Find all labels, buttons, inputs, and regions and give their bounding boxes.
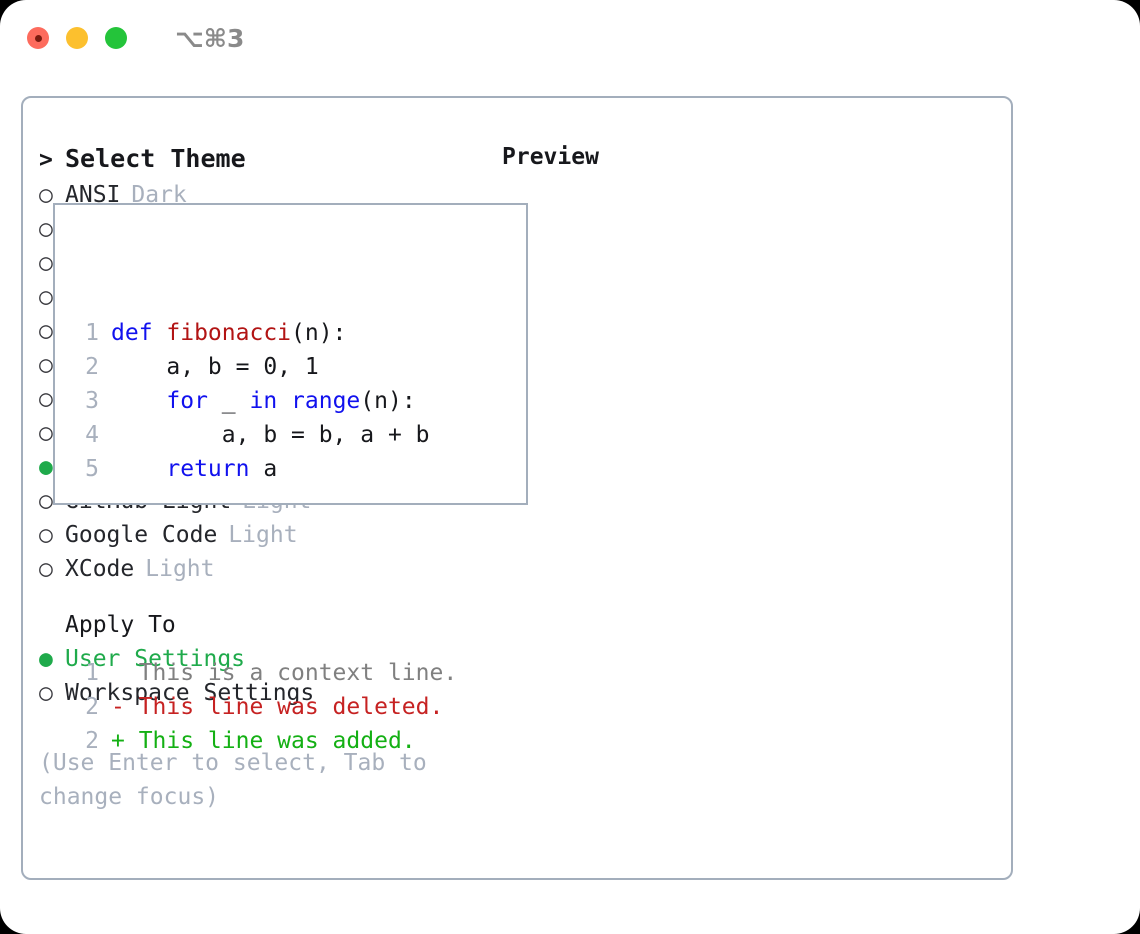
theme-variant-tag: Light bbox=[228, 522, 298, 548]
select-theme-header: > Select Theme bbox=[39, 144, 499, 182]
theme-list-item[interactable]: ○ XCode Light bbox=[39, 556, 499, 590]
diff-line: 2 + This line was added. bbox=[69, 724, 457, 758]
code-line-text: - This line was deleted. bbox=[111, 690, 443, 724]
radio-selected-icon[interactable]: ● bbox=[39, 646, 53, 672]
line-number: 1 bbox=[85, 660, 99, 686]
code-token-fn: fibonacci bbox=[166, 320, 292, 346]
apply-to-list: ● User Settings ○ Workspace Settings bbox=[39, 646, 499, 714]
code-line: 2 a, b = 0, 1 bbox=[69, 350, 457, 384]
code-token-add: + This line was added. bbox=[111, 728, 416, 754]
diff-sample: 1 This is a context line. 2 - This line wa… bbox=[69, 656, 457, 758]
theme-variant-tag: Light bbox=[145, 556, 215, 582]
radio-unselected-icon[interactable]: ○ bbox=[39, 216, 53, 242]
code-token-plain: a, b = 0, 1 bbox=[111, 354, 319, 380]
code-token-plain: a bbox=[249, 456, 278, 482]
traffic-lights bbox=[27, 27, 127, 49]
line-number: 2 bbox=[85, 694, 99, 720]
theme-list-item[interactable]: ○ Google Code Light bbox=[39, 522, 499, 556]
select-theme-header-label: Select Theme bbox=[65, 144, 246, 173]
code-line: 3 for _ in range(n): bbox=[69, 384, 457, 418]
radio-selected-icon[interactable]: ● bbox=[39, 454, 53, 480]
code-token-plain: (n): bbox=[360, 388, 416, 414]
code-token-plain bbox=[111, 456, 166, 482]
code-line-text: a, b = b, a + b bbox=[111, 418, 430, 452]
theme-name-label: XCode bbox=[65, 556, 135, 582]
code-token-plain bbox=[277, 388, 291, 414]
code-line-text: return a bbox=[111, 452, 277, 486]
radio-unselected-icon[interactable]: ○ bbox=[39, 420, 53, 446]
maximize-button-icon[interactable] bbox=[105, 27, 127, 49]
code-token-kw: range bbox=[291, 388, 361, 414]
code-token-ctx: This is a context line. bbox=[111, 660, 458, 686]
radio-unselected-icon[interactable]: ○ bbox=[39, 284, 53, 310]
line-number: 2 bbox=[85, 354, 99, 380]
code-diff-separator bbox=[69, 554, 457, 588]
diff-line: 2 - This line was deleted. bbox=[69, 690, 457, 724]
code-line-text: a, b = 0, 1 bbox=[111, 350, 319, 384]
radio-unselected-icon[interactable]: ○ bbox=[39, 488, 53, 514]
code-token-kw: def bbox=[111, 320, 167, 346]
radio-unselected-icon[interactable]: ○ bbox=[39, 250, 53, 276]
code-line-text: def fibonacci(n): bbox=[111, 316, 346, 350]
radio-unselected-icon[interactable]: ○ bbox=[39, 318, 53, 344]
apply-to-item[interactable]: ○ Workspace Settings bbox=[39, 680, 499, 714]
line-number: 4 bbox=[85, 422, 99, 448]
code-token-kw: return bbox=[166, 456, 250, 482]
apply-to-label: User Settings bbox=[65, 646, 246, 672]
code-token-plain bbox=[111, 388, 166, 414]
radio-unselected-icon[interactable]: ○ bbox=[39, 522, 53, 548]
apply-to-item[interactable]: ● User Settings bbox=[39, 646, 499, 680]
code-line: 4 a, b = b, a + b bbox=[69, 418, 457, 452]
radio-unselected-icon[interactable]: ○ bbox=[39, 386, 53, 412]
radio-unselected-icon[interactable]: ○ bbox=[39, 680, 53, 706]
line-number: 5 bbox=[85, 456, 99, 482]
apply-to-title: Apply To bbox=[39, 612, 499, 646]
minimize-button-icon[interactable] bbox=[66, 27, 88, 49]
code-line-text: This is a context line. bbox=[111, 656, 458, 690]
apply-to-marker-placeholder bbox=[39, 612, 65, 646]
code-token-kw: for bbox=[166, 388, 208, 414]
radio-unselected-icon[interactable]: ○ bbox=[39, 182, 53, 208]
radio-unselected-icon[interactable]: ○ bbox=[39, 556, 53, 582]
code-token-kw: in bbox=[249, 388, 278, 414]
line-number: 1 bbox=[85, 320, 99, 346]
code-line-text: for _ in range(n): bbox=[111, 384, 416, 418]
diff-line: 1 This is a context line. bbox=[69, 656, 457, 690]
code-line-text: + This line was added. bbox=[111, 724, 416, 758]
line-number: 2 bbox=[85, 728, 99, 754]
keyboard-hint-text: (Use Enter to select, Tab to change focu… bbox=[39, 750, 441, 810]
apply-to-label: Workspace Settings bbox=[65, 680, 315, 706]
title-bar: ⌥⌘3 bbox=[0, 0, 1140, 76]
preview-title: Preview bbox=[502, 144, 599, 170]
line-number: 3 bbox=[85, 388, 99, 414]
preview-pane: Preview bbox=[502, 144, 1002, 170]
code-token-del: - This line was deleted. bbox=[111, 694, 444, 720]
keyboard-shortcut-label: ⌥⌘3 bbox=[175, 23, 245, 53]
code-token-plain: a, b = b, a + b bbox=[111, 422, 430, 448]
code-token-plain: (n): bbox=[291, 320, 347, 346]
prompt-caret-icon: > bbox=[39, 147, 53, 173]
theme-name-label: Google Code bbox=[65, 522, 218, 548]
close-button-icon[interactable] bbox=[27, 27, 49, 49]
radio-unselected-icon[interactable]: ○ bbox=[39, 352, 53, 378]
apply-to-title-label: Apply To bbox=[65, 612, 176, 638]
code-line: 1 def fibonacci(n): bbox=[69, 316, 457, 350]
code-line: 5 return a bbox=[69, 452, 457, 486]
code-token-plain: _ bbox=[207, 388, 250, 414]
